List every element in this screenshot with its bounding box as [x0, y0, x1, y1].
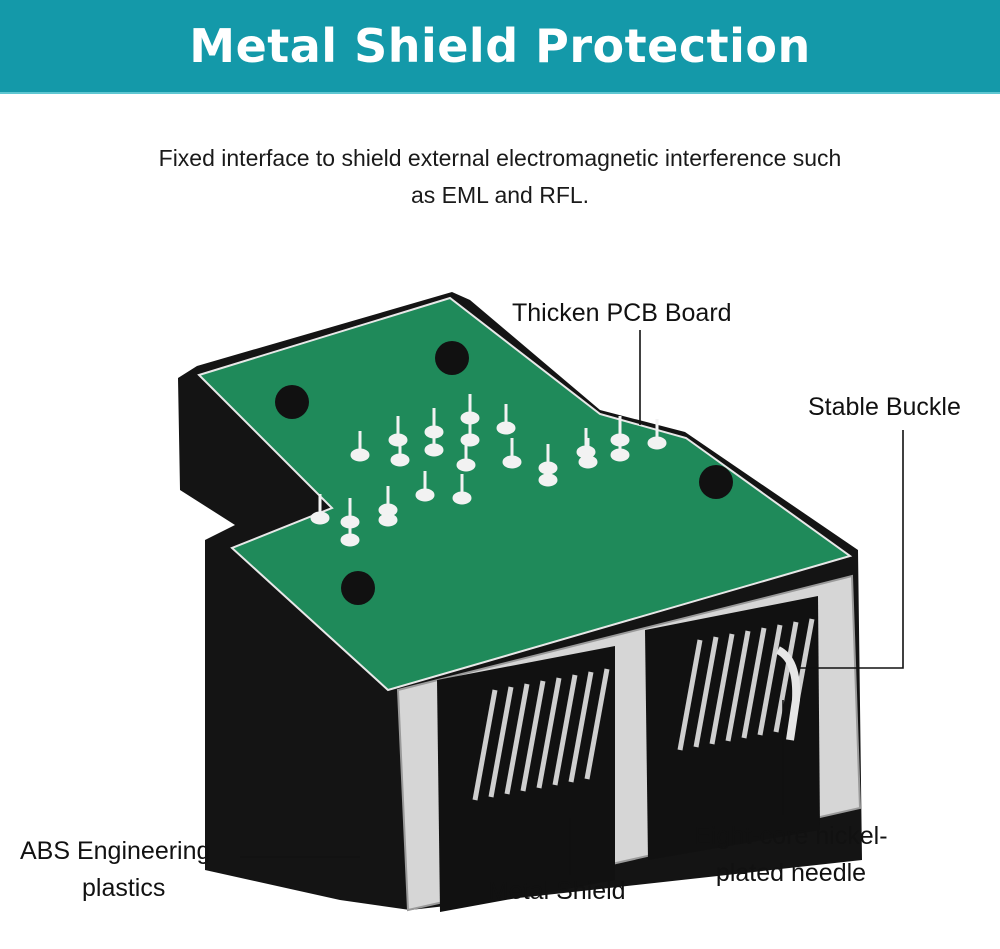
pin-head: [424, 443, 444, 457]
contact-stripe: [568, 671, 594, 783]
callout-abs: ABS Engineering plastics: [20, 833, 210, 907]
pin-head: [378, 513, 398, 527]
pin-head: [576, 445, 596, 459]
callout-needle: Eight-core nickel- plated needle: [680, 818, 902, 892]
pin-head: [310, 511, 330, 525]
page-title: Metal Shield Protection: [189, 19, 811, 73]
subtitle-line-1: Fixed interface to shield external elect…: [158, 145, 842, 171]
pin-head: [502, 455, 522, 469]
callout-abs-line-1: ABS Engineering: [20, 837, 211, 865]
pins: [310, 394, 667, 547]
pin-head: [340, 533, 360, 547]
callout-needle-line-2: plated needle: [715, 859, 867, 887]
callout-lines: [240, 330, 904, 875]
pin-head: [538, 473, 558, 487]
contact-stripe: [536, 677, 562, 789]
callout-needle-line-1: Eight-core nickel-: [694, 822, 888, 850]
pin-head: [610, 448, 630, 462]
pin-head: [390, 453, 410, 467]
contact-stripe: [472, 689, 498, 801]
pin-head: [415, 488, 435, 502]
contact-stripe: [552, 674, 578, 786]
subtitle-line-2: as EML and RFL.: [410, 182, 590, 208]
contact-stripe: [709, 633, 735, 745]
pin-head: [388, 433, 408, 447]
callout-shield: Metal Shield: [488, 877, 626, 905]
contact-stripe: [520, 680, 546, 792]
contact-stripe: [677, 639, 703, 751]
callout-pcb: Thicken PCB Board: [512, 299, 732, 327]
pin-head: [578, 455, 598, 469]
pin-head: [452, 491, 472, 505]
title-banner: Metal Shield Protection: [0, 0, 1000, 94]
contact-stripe: [584, 668, 610, 780]
pin-head: [496, 421, 516, 435]
pin-head: [460, 433, 480, 447]
subtitle: Fixed interface to shield external elect…: [60, 140, 940, 214]
pin-head: [647, 436, 667, 450]
contact-stripe: [488, 686, 514, 798]
callout-buckle: Stable Buckle: [808, 393, 961, 421]
contact-stripe: [504, 683, 530, 795]
contact-stripe: [757, 624, 783, 736]
pin-head: [350, 448, 370, 462]
contact-stripe: [773, 621, 799, 733]
callout-abs-line-2: plastics: [82, 874, 166, 902]
screws: [275, 341, 733, 605]
contact-stripe: [693, 636, 719, 748]
stable-buckle: [775, 646, 801, 741]
contact-stripe: [741, 627, 767, 739]
contact-stripe: [725, 630, 751, 742]
pin-head: [456, 458, 476, 472]
